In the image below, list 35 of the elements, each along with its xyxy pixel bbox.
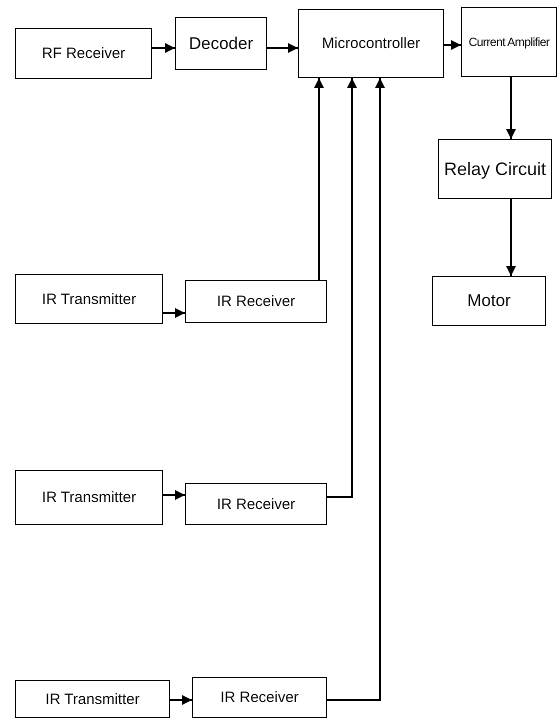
block-box [15,274,163,324]
block-label: IR Transmitter [42,290,136,308]
arrow [163,308,185,318]
arrow [170,695,192,705]
block-label: Decoder [188,34,254,54]
block-box [298,9,444,78]
block-box [185,483,327,525]
block-box [192,677,327,718]
arrow [327,78,385,701]
arrow [314,78,324,280]
block-label: RF Receiver [42,45,126,62]
arrow [163,490,185,500]
block-box [15,680,170,718]
arrow [506,77,516,139]
block-label: IR Transmitter [45,690,140,708]
block-box [185,280,327,323]
block-box [15,470,163,525]
block-box [432,276,546,326]
arrow [152,43,175,53]
block-box [175,17,267,70]
block-label: Motor [467,291,511,311]
arrow [327,78,357,498]
block-box [461,7,557,77]
arrow [506,199,516,276]
block-label: Relay Circuit [444,158,546,180]
arrow [444,40,461,50]
block-label: Microcontroller [322,35,420,52]
block-label: IR Receiver [220,689,299,706]
block-box [15,28,152,79]
arrow [267,43,298,53]
block-label: IR Receiver [216,293,296,310]
block-label: IR Transmitter [42,489,136,506]
block-label: IR Receiver [216,496,296,512]
block-label: Current Amplifier [468,35,550,49]
block-box [438,139,552,199]
